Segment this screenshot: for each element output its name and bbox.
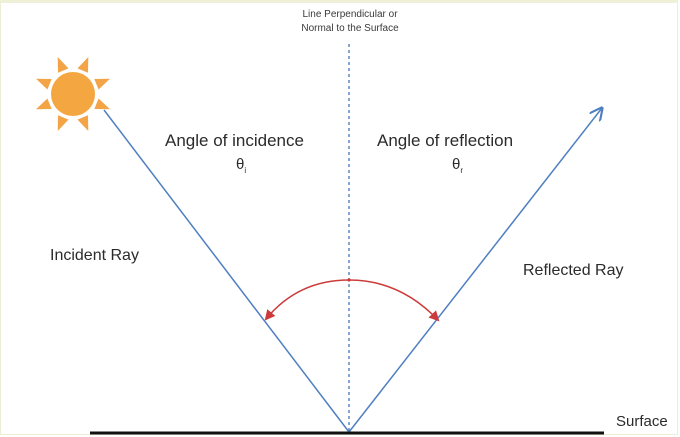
theta-r-subscript: r [460, 166, 464, 175]
sun-body [51, 72, 95, 116]
normal-label-line2: Normal to the Surface [301, 23, 399, 34]
incident-ray-label: Incident Ray [50, 247, 139, 264]
sun-ray-spike [36, 98, 52, 110]
normal-label-line1: Line Perpendicular or [302, 9, 398, 20]
sun-ray-spike [94, 98, 110, 110]
sun-ray-spike [36, 78, 52, 90]
sun-rays [36, 57, 110, 131]
theta-i-symbol: θi [236, 156, 246, 175]
angle-of-reflection-label: Angle of reflection [377, 131, 514, 150]
incident-ray-line [103, 109, 350, 433]
sun-ray-spike [94, 78, 110, 90]
arc-vertex-dot [347, 278, 351, 282]
sun-icon [36, 57, 110, 131]
sun-ray-spike [77, 57, 89, 73]
incidence-angle-arc [264, 279, 350, 321]
theta-i-letter: θ [236, 156, 245, 173]
sun-ray-spike [77, 115, 89, 131]
angle-of-incidence-label: Angle of incidence [165, 131, 304, 150]
normal-line-label: Line Perpendicular or Normal to the Surf… [248, 8, 452, 36]
theta-r-letter: θ [452, 156, 461, 173]
theta-i-subscript: i [244, 166, 247, 175]
sun-ray-spike [57, 57, 69, 73]
reflected-ray-line [348, 108, 602, 433]
reflected-ray-label: Reflected Ray [523, 262, 624, 279]
surface-label: Surface [616, 413, 668, 430]
reflection-angle-arc [348, 279, 440, 322]
sun-ray-spike [57, 115, 69, 131]
theta-r-symbol: θr [452, 156, 463, 175]
